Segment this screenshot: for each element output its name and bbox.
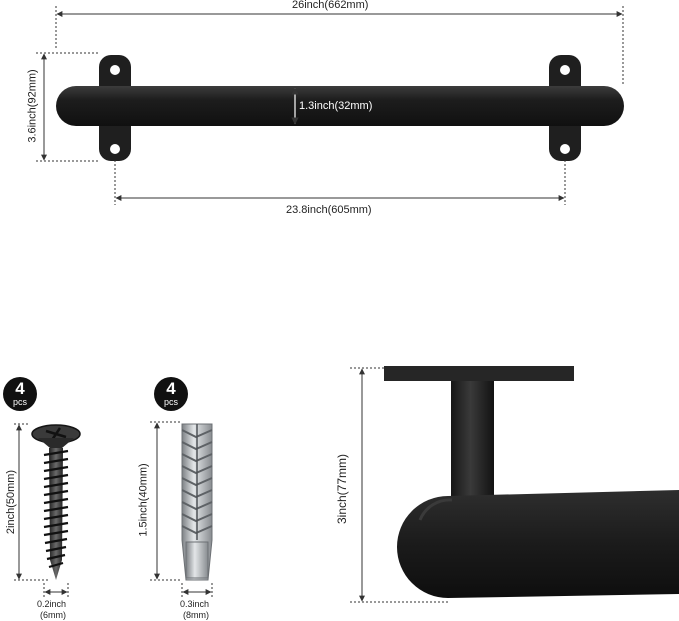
dim-anchor-length (150, 421, 182, 581)
screw-quantity-badge: 4 pcs (3, 377, 37, 411)
handle-top-view (56, 55, 624, 161)
dim-side-projection (350, 367, 448, 603)
wall-anchor (181, 423, 213, 581)
side-post (451, 381, 494, 507)
mount-hole-icon (110, 65, 120, 75)
mount-spacing-label: 23.8inch(605mm) (286, 204, 372, 216)
screw-length-label: 2inch(50mm) (5, 469, 18, 535)
mount-hole-icon (560, 144, 570, 154)
side-bar (397, 490, 679, 598)
side-projection-label: 3inch(77mm) (335, 453, 350, 525)
dim-screw-length (14, 423, 50, 581)
anchor-diameter-mm: (8mm) (183, 610, 209, 620)
overall-length-label: 26inch(662mm) (288, 0, 373, 11)
anchor-diameter-in: 0.3inch (180, 599, 210, 609)
dim-mount-spacing (114, 160, 566, 205)
mount-hole-icon (110, 144, 120, 154)
screw-diameter-mm: (6mm) (40, 610, 66, 620)
handle-side-view (384, 366, 679, 598)
anchor-length-label: 1.5inch(40mm) (137, 463, 150, 537)
dim-screw-diameter (43, 583, 69, 597)
anchor-quantity-badge: 4 pcs (154, 377, 188, 411)
screw-quantity: 4 (15, 379, 25, 398)
dim-anchor-diameter (181, 583, 213, 597)
screw-unit: pcs (12, 397, 27, 407)
screw-diameter-in: 0.2inch (37, 599, 67, 609)
dim-overall-length (55, 6, 624, 86)
anchor-unit: pcs (163, 397, 178, 407)
dim-mount-height (36, 52, 98, 162)
handle-bar (56, 86, 624, 126)
side-mount-plate (384, 366, 574, 381)
mount-hole-icon (560, 65, 570, 75)
anchor-quantity: 4 (166, 379, 176, 398)
bar-diameter-label: 1.3inch(32mm) (299, 100, 373, 112)
mount-height-label: 3.6inch(92mm) (26, 69, 39, 143)
wood-screw (31, 424, 81, 580)
